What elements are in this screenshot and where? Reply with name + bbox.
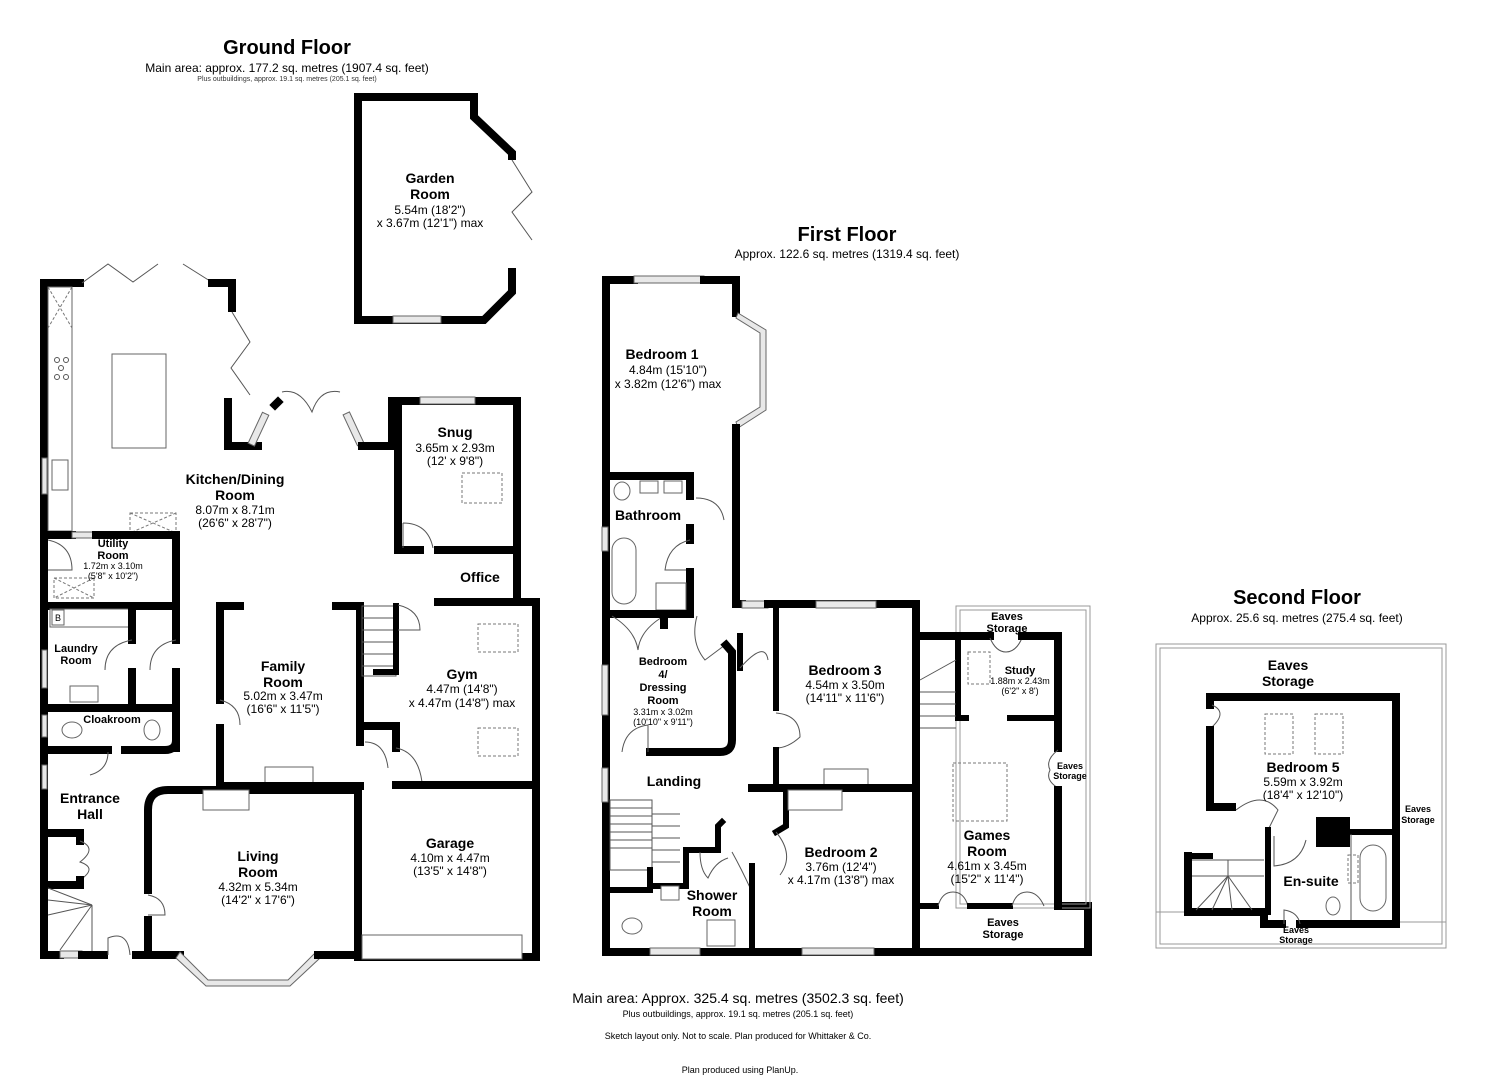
sf-eaves-bottom-2: Storage <box>1279 935 1313 945</box>
sf-eaves-right-2: Storage <box>1401 815 1435 825</box>
footer-disclaimer: Sketch layout only. Not to scale. Plan p… <box>605 1031 871 1041</box>
boiler-label: B <box>55 613 61 623</box>
bedroom5-dim-2: (18'4" x 12'10") <box>1263 788 1343 802</box>
bedroom4-dim-1: 3.31m x 3.02m <box>633 707 693 717</box>
ground-floor-plan: Kitchen/Dining Room 8.07m x 8.71m (26'6"… <box>40 263 540 987</box>
garden-room: Garden Room 5.54m (18'2") x 3.67m (12'1"… <box>354 93 533 324</box>
bedroom3-dim-2: (14'11" x 11'6") <box>806 691 885 705</box>
snug-dim-2: (12' x 9'8") <box>427 454 483 468</box>
bedroom4-name-1: Bedroom <box>639 656 688 668</box>
cloakroom-name: Cloakroom <box>83 714 141 726</box>
bedroom2-dim-2: x 4.17m (13'8") max <box>788 873 895 887</box>
garden-room-name-1: Garden <box>405 170 454 186</box>
ff-eaves-top-1: Eaves <box>991 611 1023 623</box>
family-room-name-2: Room <box>263 674 303 690</box>
bedroom1-name: Bedroom 1 <box>625 346 698 362</box>
laundry-name-1: Laundry <box>54 643 98 655</box>
sf-eaves-bottom-1: Eaves <box>1283 925 1309 935</box>
shower-room-name-2: Room <box>692 903 732 919</box>
games-room-dim-2: (15'2" x 11'4") <box>951 872 1024 886</box>
living-room-dim-2: (14'2" x 17'6") <box>221 893 295 907</box>
landing-name: Landing <box>647 773 701 789</box>
bedroom2-dim-1: 3.76m (12'4") <box>805 860 876 874</box>
ground-floor-main-area: Main area: approx. 177.2 sq. metres (190… <box>145 61 429 75</box>
bedroom2-name: Bedroom 2 <box>804 844 877 860</box>
living-room-name-2: Room <box>238 864 278 880</box>
entrance-hall-name-1: Entrance <box>60 790 120 806</box>
ground-floor-title: Ground Floor <box>223 37 351 59</box>
utility-name-2: Room <box>97 550 128 562</box>
sf-eaves-right-1: Eaves <box>1405 804 1431 814</box>
office-name: Office <box>460 569 500 585</box>
living-room-name-1: Living <box>237 848 278 864</box>
family-room-name-1: Family <box>261 658 306 674</box>
utility-dim-2: (5'8" x 10'2") <box>88 571 138 581</box>
ensuite-name: En-suite <box>1283 873 1338 889</box>
games-room-name-1: Games <box>964 827 1011 843</box>
garage-dim-1: 4.10m x 4.47m <box>410 851 489 865</box>
bathroom-name: Bathroom <box>615 507 681 523</box>
bedroom3-dim-1: 4.54m x 3.50m <box>805 678 884 692</box>
first-floor-area: Approx. 122.6 sq. metres (1319.4 sq. fee… <box>735 247 960 261</box>
garden-room-name-2: Room <box>410 186 450 202</box>
bedroom1-dim-2: x 3.82m (12'6") max <box>615 377 722 391</box>
kitchen-name-2: Room <box>215 487 255 503</box>
kitchen-dim-1: 8.07m x 8.71m <box>195 503 274 517</box>
footer-main-area: Main area: Approx. 325.4 sq. metres (350… <box>572 990 904 1006</box>
living-room-dim-1: 4.32m x 5.34m <box>218 880 297 894</box>
kitchen-dim-2: (26'6" x 28'7") <box>198 516 272 530</box>
garden-room-dim-2: x 3.67m (12'1") max <box>377 216 484 230</box>
bedroom5-dim-1: 5.59m x 3.92m <box>1263 775 1342 789</box>
games-room-name-2: Room <box>967 843 1007 859</box>
ground-floor-heading: Ground Floor Main area: approx. 177.2 sq… <box>145 37 429 83</box>
kitchen-name-1: Kitchen/Dining <box>186 471 285 487</box>
bedroom4-name-2: 4/ <box>658 669 667 681</box>
laundry-name-2: Room <box>60 655 91 667</box>
bedroom3-name: Bedroom 3 <box>808 662 881 678</box>
footer-outbuildings: Plus outbuildings, approx. 19.1 sq. metr… <box>623 1009 854 1019</box>
study-dim-2: (6'2" x 8') <box>1001 686 1038 696</box>
ff-eaves-bottom-2: Storage <box>983 929 1024 941</box>
sf-eaves-top-1: Eaves <box>1268 657 1309 673</box>
ground-floor-outbuildings: Plus outbuildings, approx. 19.1 sq. metr… <box>197 76 376 83</box>
footer-credit: Plan produced using PlanUp. <box>682 1065 799 1075</box>
snug-name: Snug <box>438 424 473 440</box>
garage-dim-2: (13'5" x 14'8") <box>413 864 487 878</box>
study-name: Study <box>1005 665 1036 677</box>
bedroom4-dim-2: (10'10" x 9'11") <box>633 717 693 727</box>
ff-eaves-right-1: Eaves <box>1057 761 1083 771</box>
ff-eaves-bottom-1: Eaves <box>987 917 1019 929</box>
first-floor-title: First Floor <box>798 224 897 246</box>
gym-name: Gym <box>446 666 477 682</box>
first-floor-plan: Bedroom 1 4.84m (15'10") x 3.82m (12'6")… <box>601 275 1092 956</box>
sf-eaves-top-2: Storage <box>1262 673 1314 689</box>
study-dim-1: 1.88m x 2.43m <box>990 676 1050 686</box>
bedroom4-name-4: Room <box>647 695 678 707</box>
utility-dim-1: 1.72m x 3.10m <box>83 561 143 571</box>
garage-name: Garage <box>426 835 474 851</box>
second-floor-title: Second Floor <box>1233 587 1361 609</box>
ff-eaves-top-2: Storage <box>987 623 1028 635</box>
family-room-dim-1: 5.02m x 3.47m <box>243 689 322 703</box>
bedroom4-name-3: Dressing <box>639 682 686 694</box>
family-room-dim-2: (16'6" x 11'5") <box>247 702 320 716</box>
gym-dim-1: 4.47m (14'8") <box>426 682 497 696</box>
bedroom5-name: Bedroom 5 <box>1266 759 1339 775</box>
shower-room-name-1: Shower <box>687 887 738 903</box>
gym-dim-2: x 4.47m (14'8") max <box>409 696 516 710</box>
ff-eaves-right-2: Storage <box>1053 771 1087 781</box>
bedroom1-dim-1: 4.84m (15'10") <box>629 363 707 377</box>
games-room-dim-1: 4.61m x 3.45m <box>947 859 1026 873</box>
utility-name-1: Utility <box>98 538 129 550</box>
second-floor-plan: Eaves Storage Bedroom 5 5.59m x 3.92m (1… <box>1155 643 1447 949</box>
snug-dim-1: 3.65m x 2.93m <box>415 441 494 455</box>
entrance-hall-name-2: Hall <box>77 806 103 822</box>
second-floor-area: Approx. 25.6 sq. metres (275.4 sq. feet) <box>1191 611 1402 625</box>
garden-room-dim-1: 5.54m (18'2") <box>394 203 465 217</box>
second-floor-heading: Second Floor Approx. 25.6 sq. metres (27… <box>1191 587 1402 625</box>
first-floor-heading: First Floor Approx. 122.6 sq. metres (13… <box>735 224 960 261</box>
footer: Main area: Approx. 325.4 sq. metres (350… <box>572 990 904 1075</box>
